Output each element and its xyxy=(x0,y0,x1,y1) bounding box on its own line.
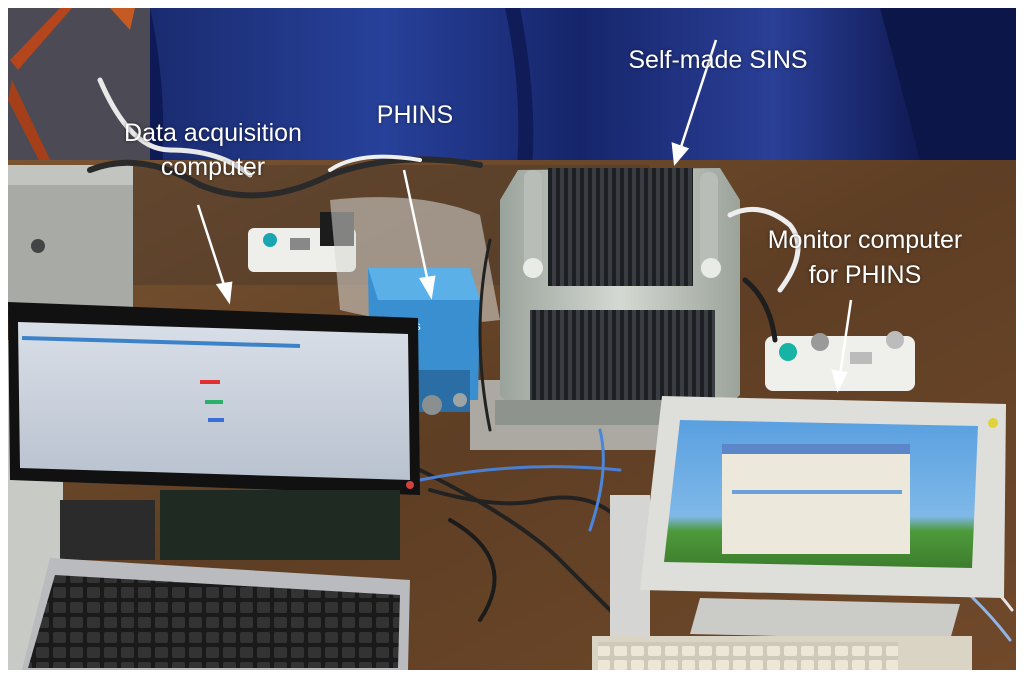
pc-case xyxy=(8,165,133,310)
label-monitor-computer-line2: for PHINS xyxy=(808,261,922,289)
label-data-acquisition-line2: computer xyxy=(160,153,266,181)
monitor-computer xyxy=(610,396,1006,645)
label-data-acquisition-line1: Data acquisition xyxy=(124,119,302,147)
keyboard-right xyxy=(592,636,972,670)
power-strip-2 xyxy=(765,336,915,391)
label-monitor-computer-line1: Monitor computer xyxy=(767,226,963,254)
arrow-icon xyxy=(196,39,853,393)
data-acquisition-monitor xyxy=(8,302,420,495)
self-made-sins xyxy=(495,168,745,425)
keyboard-left xyxy=(22,558,410,670)
label-phins: PHINS xyxy=(376,101,454,129)
label-self-made-sins: Self-made SINS xyxy=(628,46,808,74)
